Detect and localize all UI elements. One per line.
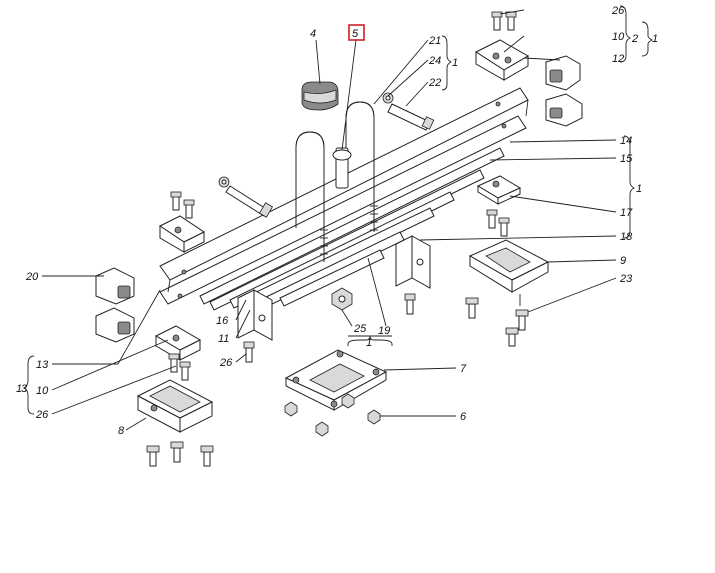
rubber-cushion-20	[95, 267, 135, 343]
bracket-10-top	[474, 39, 529, 81]
callout-7: 7	[460, 363, 467, 375]
bolt-with-nut-22	[382, 92, 435, 131]
callout-26-center: 26	[219, 357, 233, 369]
callout-5: 5	[352, 28, 359, 40]
callout-17: 17	[620, 207, 633, 219]
callout-21: 21	[428, 35, 441, 47]
bracket-left-upper	[159, 215, 205, 253]
bolt-26-center	[243, 341, 255, 363]
center-bolt	[332, 147, 352, 189]
callout-12: 12	[612, 53, 624, 65]
spring-leaf-3	[199, 147, 505, 305]
bolt-left	[218, 176, 274, 218]
callout-1-d: 1	[16, 383, 22, 395]
group-braces	[22, 5, 654, 415]
bolts-26-top	[491, 11, 517, 31]
leaf-rivet	[181, 269, 187, 275]
hanger-bracket-11	[237, 289, 273, 341]
callout-10-left: 10	[36, 385, 49, 397]
mounting-pad-9	[468, 239, 550, 306]
callout-22: 22	[428, 77, 441, 89]
callout-13: 13	[36, 359, 49, 371]
callout-26-top: 26	[611, 5, 625, 17]
callout-1-c: 1	[636, 183, 642, 195]
spring-leaf-8	[279, 249, 385, 307]
callout-3: 3	[21, 383, 28, 395]
callout-24: 24	[428, 55, 441, 67]
hanger-bracket-18	[395, 235, 431, 289]
callout-23: 23	[619, 273, 633, 285]
callout-15: 15	[620, 153, 633, 165]
bolt-17	[486, 209, 510, 237]
callout-16: 16	[216, 315, 229, 327]
bracket-10-lower	[154, 325, 202, 361]
spring-leaf-4	[209, 169, 485, 311]
callout-20: 20	[25, 271, 39, 283]
callout-6: 6	[460, 411, 467, 423]
leaf-rivet	[501, 123, 507, 129]
bolts-8	[146, 441, 214, 467]
callout-26-left: 26	[35, 409, 49, 421]
mounting-pad-8	[136, 379, 214, 433]
callout-1-a: 1	[452, 57, 458, 69]
rubber-cushion-12	[545, 55, 583, 127]
bolt-center-lower	[404, 293, 416, 315]
bolts-26-left	[168, 353, 191, 381]
callout-8: 8	[118, 425, 125, 437]
bolts-23	[465, 297, 529, 347]
axle-plate-7	[284, 349, 388, 411]
highlight-box	[348, 24, 365, 41]
callout-1-e: 1	[366, 337, 372, 349]
bracket-17	[476, 175, 522, 205]
callout-11: 11	[218, 333, 229, 345]
leaf-rivet	[177, 293, 183, 299]
callout-9: 9	[620, 255, 626, 267]
leaf-rivet	[495, 101, 501, 107]
callout-2: 2	[631, 33, 638, 45]
callout-1-b: 1	[652, 33, 658, 45]
bump-stop-rubber	[301, 81, 339, 111]
callout-4: 4	[310, 28, 316, 40]
callout-18: 18	[620, 231, 633, 243]
callout-19: 19	[378, 325, 390, 337]
callout-labels: 4 5 21 24 22 1 26 10 12 2 1 14 15 1 17 1…	[16, 5, 658, 437]
leaf-spring-pack	[159, 87, 529, 311]
bolts-left-upper	[170, 191, 195, 219]
leader-lines	[42, 9, 617, 431]
callout-14: 14	[620, 135, 632, 147]
u-bolt-left	[295, 131, 328, 262]
callout-25: 25	[353, 323, 367, 335]
nut-25	[331, 287, 353, 311]
spring-leaf-2	[159, 115, 527, 305]
callout-10-top: 10	[612, 31, 625, 43]
nuts-6	[284, 393, 381, 437]
